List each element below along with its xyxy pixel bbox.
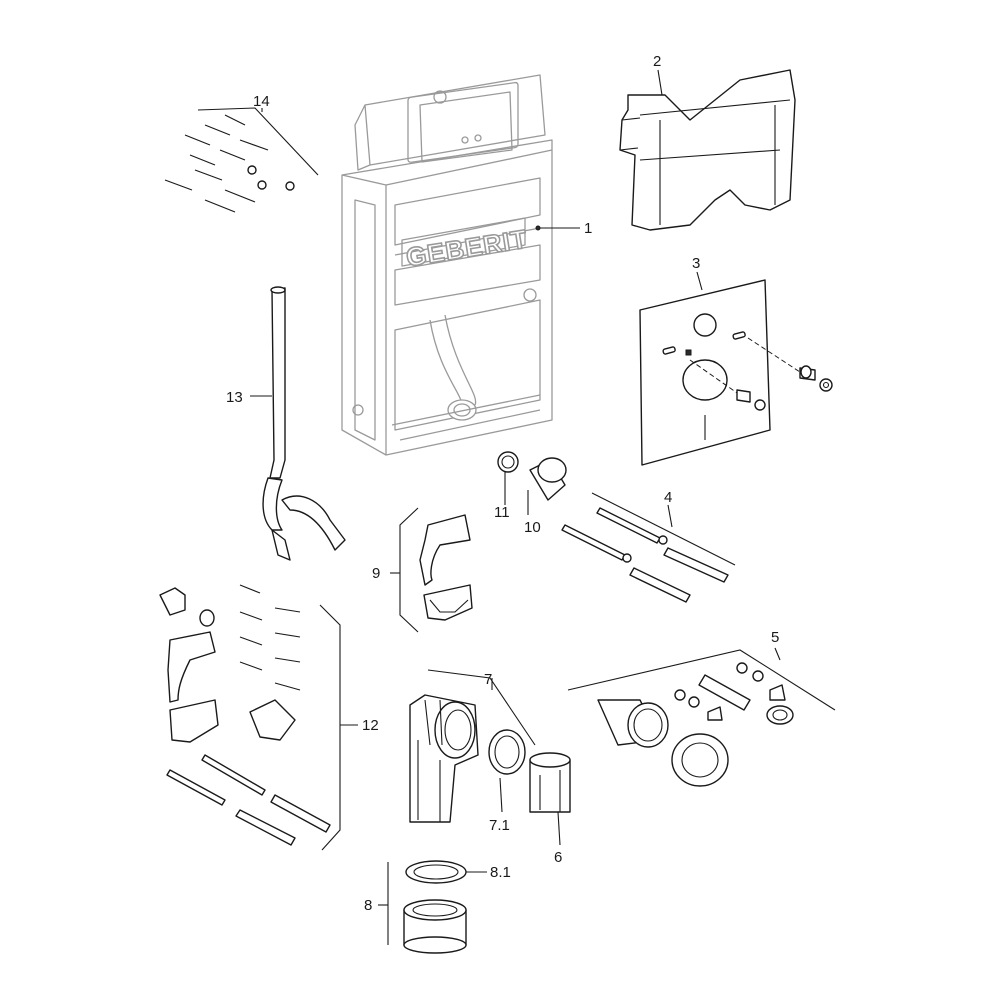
leader-lines: [250, 69, 781, 906]
part-10-socket: [529, 457, 567, 501]
callout-7: 7: [484, 671, 492, 688]
callout-9: 9: [372, 565, 380, 582]
callout-7-1: 7.1: [489, 817, 510, 834]
callout-10: 10: [524, 519, 541, 536]
part-2-protective-cover: [619, 69, 796, 231]
part-3-sound-insulation-set: [639, 279, 833, 466]
part-13-flush-pipe: [262, 286, 346, 561]
callout-5: 5: [771, 629, 779, 646]
callout-14: 14: [253, 93, 270, 110]
part-7-1-seal-ring: [488, 729, 526, 775]
callout-13: 13: [226, 389, 243, 406]
callout-11: 11: [494, 504, 510, 521]
part-7-bend-pipe: [409, 694, 479, 823]
callout-2: 2: [653, 53, 661, 70]
callout-6: 6: [554, 849, 562, 866]
callout-4: 4: [664, 489, 672, 506]
callout-3: 3: [692, 255, 700, 272]
brand-logo: GEBERIT: [404, 224, 530, 273]
callout-1: 1: [584, 220, 592, 237]
part-4-threaded-rods: [561, 492, 736, 603]
part-11-ring: [497, 451, 519, 473]
part-1-installation-frame: GEBERIT: [341, 74, 553, 456]
part-12-fixing-set: [159, 584, 341, 851]
part-8-connector: [387, 860, 467, 954]
callout-8-1: 8.1: [490, 864, 511, 881]
part-9-clamp: [399, 507, 473, 633]
callout-8: 8: [364, 897, 372, 914]
part-6-adapter-sleeve: [529, 752, 571, 813]
part-14-screws-and-anchors: [164, 107, 319, 213]
callout-labels: 1 2 3 4 5 6 7 7.1 8 8.1 9 10 11 12 13 14: [226, 53, 779, 914]
callout-12: 12: [362, 717, 379, 734]
part-5-connection-set: [567, 649, 836, 787]
